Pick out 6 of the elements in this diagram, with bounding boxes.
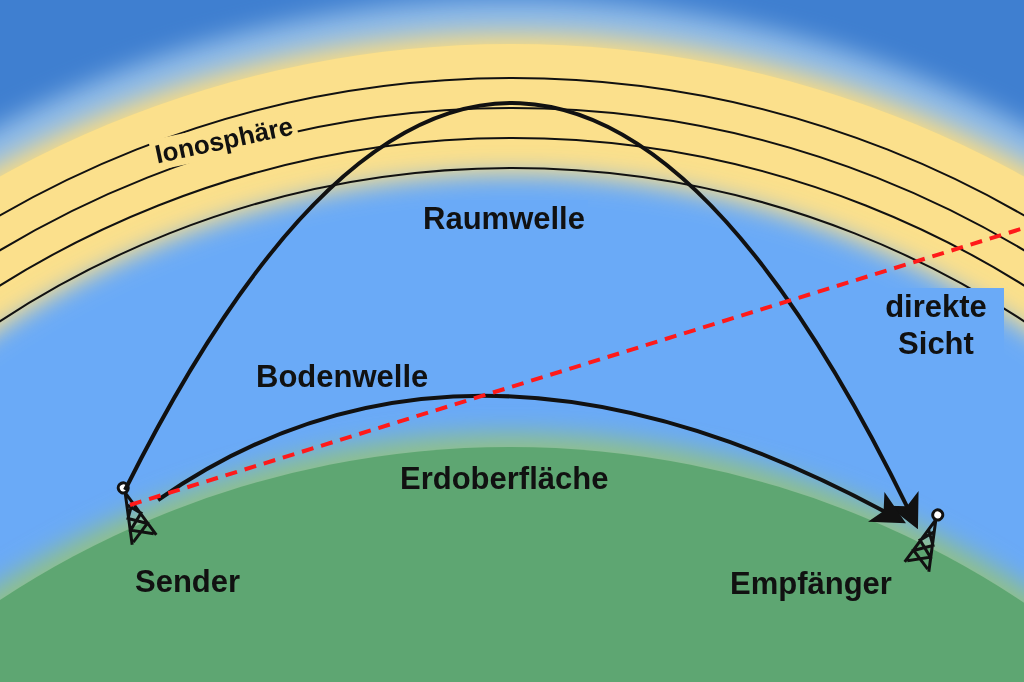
station-label: Sender [135, 563, 241, 601]
station-label: Empfänger [730, 565, 892, 603]
line-of-sight-line [129, 226, 1024, 507]
sky-wave-arrow [123, 102, 919, 530]
ground-wave-arrow [156, 394, 907, 524]
earth-surface-label: Erdoberfläche [400, 460, 609, 498]
